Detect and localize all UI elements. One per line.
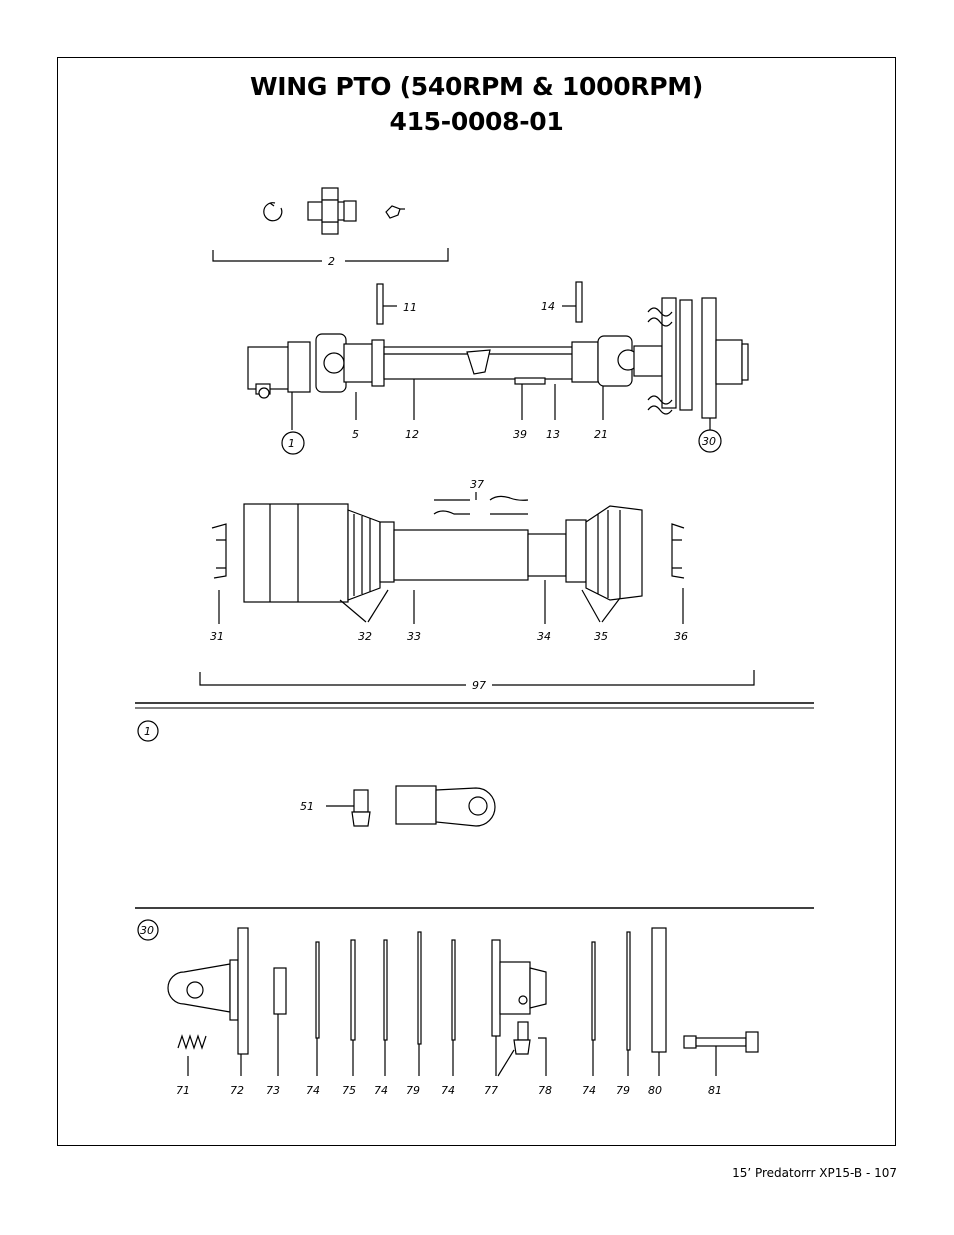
detail-30-parts (167, 927, 759, 1077)
callout-number: 72 (230, 1084, 244, 1097)
guard-callouts: 37 31 32 33 34 35 36 (210, 478, 688, 643)
callout-number: 74 (582, 1084, 596, 1097)
callout-number: 30 (140, 924, 154, 937)
upper-callouts: 11 14 1 5 12 39 13 21 30 (281, 300, 722, 455)
callout-number: 74 (306, 1084, 320, 1097)
guard-assembly (211, 492, 685, 624)
callout-number: 73 (266, 1084, 280, 1097)
callout-number: 79 (616, 1084, 630, 1097)
callout-number: 2 (328, 255, 335, 268)
detail-1-callout: 1 (137, 720, 159, 742)
callout-number: 77 (484, 1084, 498, 1097)
detail-30-callouts: 71 72 73 74 75 74 79 74 77 78 74 79 80 8… (176, 1084, 722, 1097)
callout-number: 35 (594, 630, 608, 643)
callout-number: 81 (708, 1084, 722, 1097)
callout-number: 75 (342, 1084, 356, 1097)
callout-number: 97 (472, 679, 486, 692)
upper-shaft-assembly (247, 281, 749, 430)
callout-number: 30 (702, 435, 716, 448)
callout-number: 1 (144, 725, 151, 738)
callout-number: 37 (470, 478, 484, 491)
callout-number: 21 (594, 428, 608, 441)
callout-number: 5 (352, 428, 359, 441)
callout-number: 51 (300, 800, 314, 813)
callout-number: 1 (288, 437, 295, 450)
callout-number: 14 (541, 300, 555, 313)
callout-number: 34 (537, 630, 551, 643)
detail-30-callout: 30 (137, 919, 159, 941)
part-number: 415-0008-01 (389, 107, 564, 136)
callout-number: 79 (406, 1084, 420, 1097)
callout-number: 39 (513, 428, 527, 441)
callout-number: 78 (538, 1084, 552, 1097)
page-title: WING PTO (540RPM & 1000RPM) (250, 72, 703, 101)
detail-1-parts: 51 (300, 785, 496, 827)
callout-number: 74 (374, 1084, 388, 1097)
callout-2-bracket: 2 (212, 248, 449, 268)
callout-number: 31 (210, 630, 224, 643)
callout-97-bracket: 97 (199, 670, 755, 692)
callout-number: 11 (403, 301, 417, 314)
callout-number: 36 (674, 630, 688, 643)
page-footer: 15’ Predatorrr XP15-B - 107 (732, 1166, 897, 1180)
callout-number: 80 (648, 1084, 662, 1097)
callout-number: 74 (441, 1084, 455, 1097)
callout-number: 12 (405, 428, 419, 441)
callout-number: 13 (546, 428, 560, 441)
cross-kit-parts (263, 187, 405, 235)
callout-number: 71 (176, 1084, 190, 1097)
page-frame: WING PTO (540RPM & 1000RPM) 415-0008-01 (57, 57, 896, 1146)
callout-number: 32 (358, 630, 372, 643)
callout-number: 33 (407, 630, 421, 643)
